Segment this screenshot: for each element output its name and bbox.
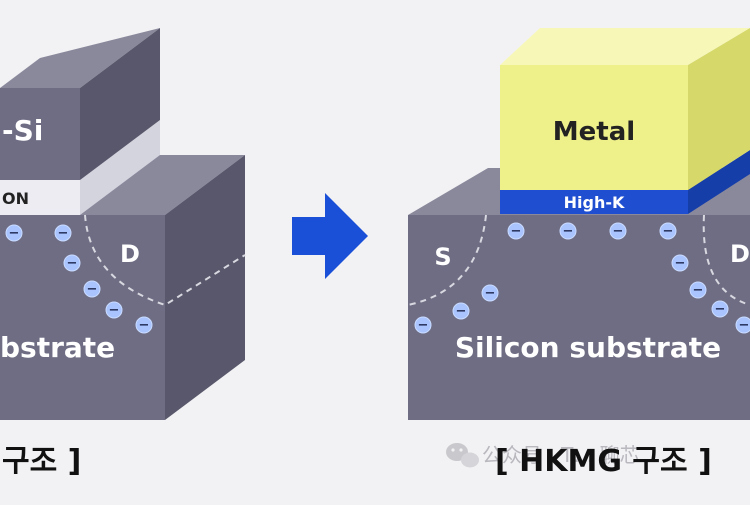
left-gate-label: -Si [2, 114, 43, 147]
svg-text:−: − [485, 286, 496, 301]
right-high-k-label: High-K [564, 193, 625, 212]
left-caption: 구조 ] [2, 444, 81, 479]
svg-text:−: − [9, 226, 20, 241]
right-electron-10: − [711, 300, 729, 318]
right-source-boundary [407, 214, 487, 306]
right-source-label: S [434, 243, 451, 271]
svg-text:−: − [87, 282, 98, 297]
svg-text:−: − [109, 303, 120, 318]
left-electron-2: − [54, 224, 72, 242]
right-electron-11: − [735, 316, 750, 334]
left-electron-3: − [63, 254, 81, 272]
svg-text:−: − [67, 256, 78, 271]
left-substrate-label: bstrate [0, 331, 115, 364]
svg-text:−: − [511, 224, 522, 239]
right-substrate-label: Silicon substrate [455, 331, 721, 364]
right-drain-boundary [702, 214, 750, 306]
left-electron-6: − [135, 316, 153, 334]
svg-text:−: − [693, 283, 704, 298]
left-electron-1: − [5, 224, 23, 242]
right-electron-8: − [671, 254, 689, 272]
right-caption: [ HKMG 구조 ] [495, 444, 712, 479]
watermark-text: 公众号 · T… 聊芯 [482, 443, 640, 467]
watermark: 公众号 · T… 聊芯 [446, 443, 640, 468]
left-gate-block [0, 28, 160, 180]
left-drain-boundary [84, 214, 246, 307]
svg-text:−: − [715, 302, 726, 317]
right-high-k-layer [500, 150, 750, 214]
left-electrons: −−−−−− [5, 224, 153, 334]
right-electron-9: − [689, 281, 707, 299]
svg-text:−: − [563, 224, 574, 239]
right-electron-6: − [452, 302, 470, 320]
arrow-right-icon [292, 193, 368, 279]
right-electrons: −−−−−−−−−−− [414, 222, 750, 334]
svg-text:−: − [675, 256, 686, 271]
right-electron-1: − [507, 222, 525, 240]
svg-text:−: − [58, 226, 69, 241]
svg-text:−: − [456, 304, 467, 319]
right-electron-4: − [659, 222, 677, 240]
right-drain-label: D [730, 240, 750, 268]
right-transistor: −−−−−−−−−−− Metal High-K S D Silicon sub… [407, 28, 750, 420]
wechat-icon [446, 443, 479, 468]
left-drain-label: D [120, 240, 140, 268]
left-electron-5: − [105, 301, 123, 319]
svg-text:−: − [663, 224, 674, 239]
right-electron-5: − [481, 284, 499, 302]
right-metal-gate-block [500, 28, 750, 190]
right-electron-2: − [559, 222, 577, 240]
svg-text:−: − [613, 224, 624, 239]
svg-text:−: − [418, 318, 429, 333]
right-electron-3: − [609, 222, 627, 240]
right-electron-7: − [414, 316, 432, 334]
left-oxide-label: ON [2, 189, 29, 208]
left-electron-4: − [83, 280, 101, 298]
left-transistor: −−−−−− -Si ON D bstrate [0, 28, 246, 420]
right-gate-label: Metal [553, 117, 635, 147]
svg-text:−: − [739, 318, 750, 333]
svg-text:−: − [139, 318, 150, 333]
